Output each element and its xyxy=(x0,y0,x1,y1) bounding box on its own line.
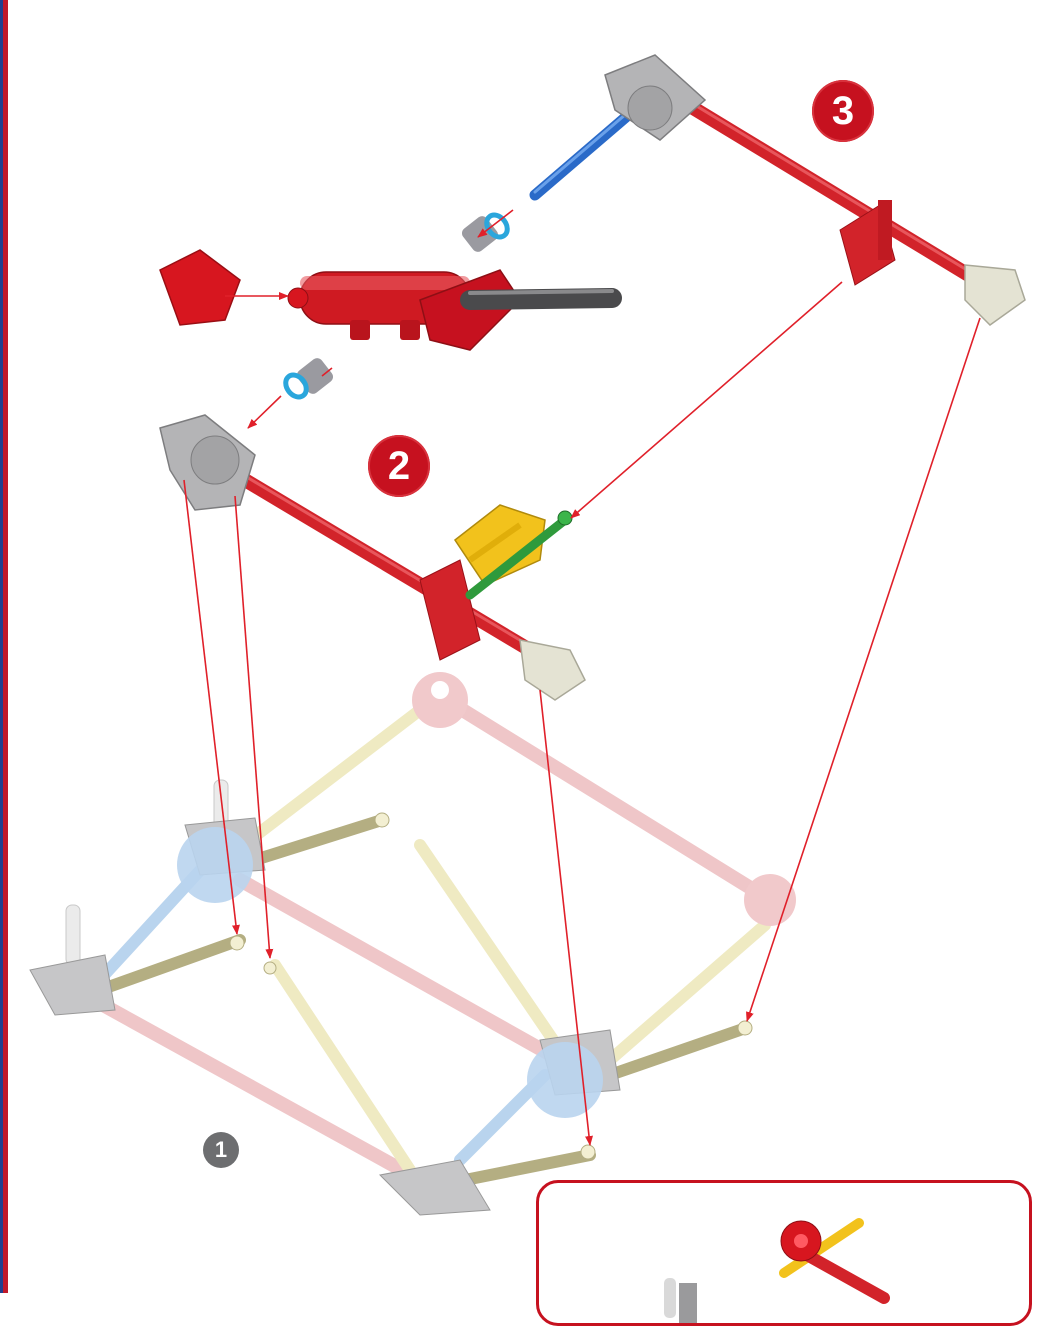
detail-inset-box xyxy=(536,1180,1032,1326)
upper-frame-step3 xyxy=(460,55,1025,325)
motor-cylinder-assembly xyxy=(160,250,612,401)
step-3-badge: 3 xyxy=(812,80,874,142)
step-2-badge: 2 xyxy=(368,435,430,497)
inset-preview-model xyxy=(539,1183,1029,1323)
assembly-diagram xyxy=(0,0,1050,1293)
step-1-badge: 1 xyxy=(203,1132,239,1168)
base-frame xyxy=(30,672,796,1215)
